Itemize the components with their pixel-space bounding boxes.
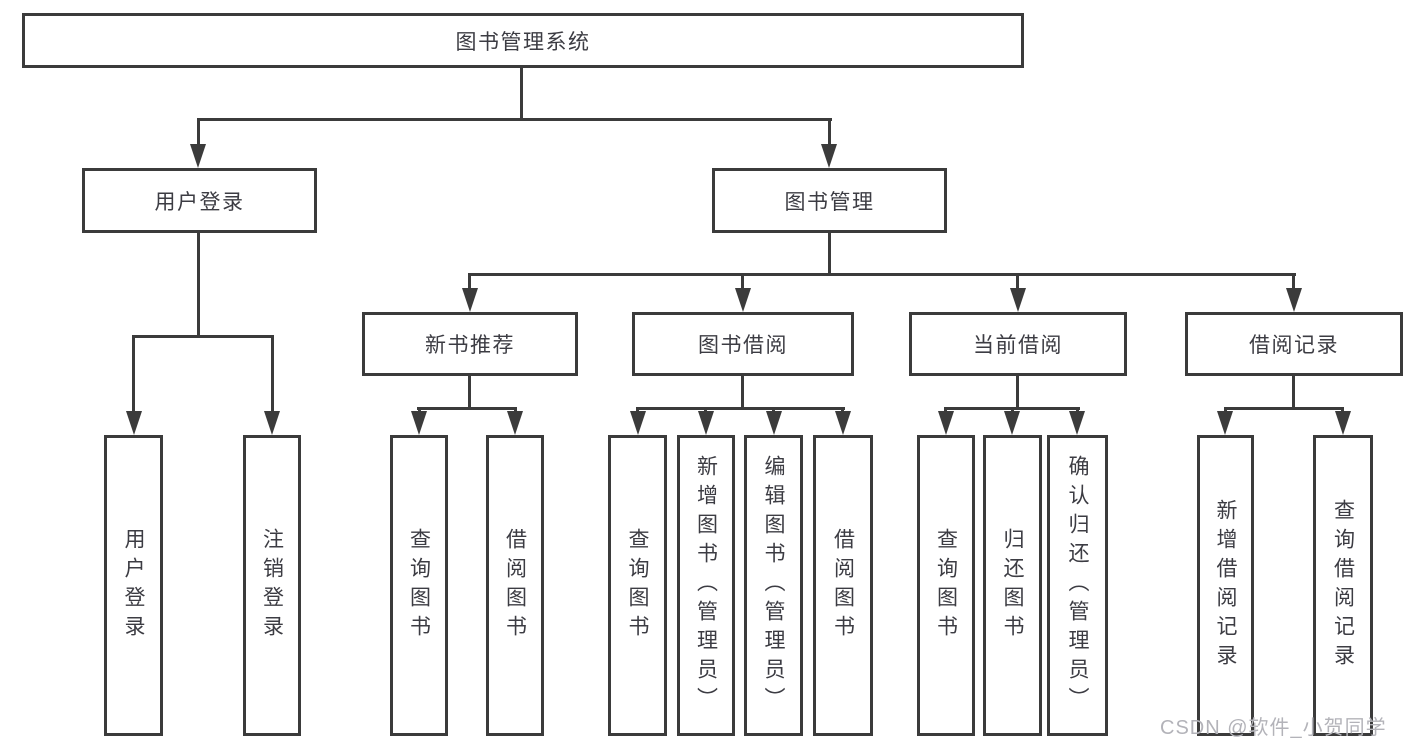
leaf-edit-book-admin: 编辑图书（管理员）: [744, 435, 803, 736]
connector-line: [1292, 376, 1295, 409]
leaf-user-login: 用户登录: [104, 435, 163, 736]
arrow-down-icon: [630, 411, 646, 435]
leaf-query-books-current: 查询图书: [917, 435, 975, 736]
connector-line: [132, 335, 135, 413]
connector-line: [197, 118, 832, 121]
node-book-borrowing: 图书借阅: [632, 312, 854, 376]
leaf-return-books: 归还图书: [983, 435, 1042, 736]
connector-line: [1076, 407, 1079, 413]
connector-line: [1224, 407, 1344, 410]
connector-line: [741, 376, 744, 409]
leaf-label: 查询图书: [934, 527, 958, 644]
connector-line: [1341, 407, 1344, 413]
connector-line: [468, 376, 471, 409]
leaf-label: 查询借阅记录: [1331, 498, 1355, 673]
connector-line: [828, 118, 831, 146]
arrow-down-icon: [1010, 288, 1026, 312]
node-user-login: 用户登录: [82, 168, 317, 233]
arrow-down-icon: [821, 144, 837, 168]
connector-line: [636, 407, 845, 410]
arrow-down-icon: [264, 411, 280, 435]
leaf-logout: 注销登录: [243, 435, 301, 736]
leaf-query-books-borrowing: 查询图书: [608, 435, 667, 736]
arrow-down-icon: [835, 411, 851, 435]
arrow-down-icon: [1335, 411, 1351, 435]
leaf-label: 借阅图书: [503, 527, 527, 644]
arrow-down-icon: [1004, 411, 1020, 435]
connector-line: [468, 273, 1296, 276]
node-label: 图书管理系统: [455, 30, 591, 54]
node-borrowing-records: 借阅记录: [1185, 312, 1403, 376]
connector-line: [1292, 273, 1295, 290]
node-label: 当前借阅: [973, 334, 1063, 357]
node-label: 新书推荐: [425, 334, 515, 357]
leaf-label: 借阅图书: [831, 527, 855, 644]
leaf-query-books-recommend: 查询图书: [390, 435, 448, 736]
node-book-management: 图书管理: [712, 168, 947, 233]
leaf-label: 编辑图书（管理员）: [762, 455, 785, 716]
connector-line: [514, 407, 517, 413]
leaf-label: 用户登录: [122, 527, 145, 644]
leaf-label: 新增图书（管理员）: [694, 455, 718, 716]
leaf-label: 查询图书: [626, 527, 649, 644]
connector-line: [1016, 376, 1019, 409]
connector-line: [271, 335, 274, 413]
arrow-down-icon: [735, 288, 751, 312]
arrow-down-icon: [766, 411, 782, 435]
arrow-down-icon: [1217, 411, 1233, 435]
watermark-text: CSDN @软件_小贺同学: [1160, 717, 1387, 739]
leaf-add-book-admin: 新增图书（管理员）: [677, 435, 735, 736]
arrow-down-icon: [698, 411, 714, 435]
leaf-label: 查询图书: [407, 527, 431, 644]
connector-line: [132, 335, 274, 338]
node-library-management-system: 图书管理系统: [22, 13, 1024, 68]
connector-line: [772, 407, 775, 413]
arrow-down-icon: [938, 411, 954, 435]
connector-line: [197, 118, 200, 146]
connector-line: [520, 68, 523, 118]
connector-line: [1011, 407, 1014, 413]
connector-line: [1224, 407, 1227, 413]
arrow-down-icon: [411, 411, 427, 435]
arrow-down-icon: [1069, 411, 1085, 435]
node-label: 借阅记录: [1249, 334, 1339, 357]
arrow-down-icon: [462, 288, 478, 312]
node-new-book-recommendation: 新书推荐: [362, 312, 578, 376]
connector-line: [197, 232, 200, 335]
arrow-down-icon: [507, 411, 523, 435]
connector-line: [417, 407, 517, 410]
connector-line: [418, 407, 421, 413]
leaf-label: 新增借阅记录: [1214, 498, 1237, 673]
connector-line: [944, 407, 947, 413]
connector-line: [468, 273, 471, 290]
connector-line: [828, 232, 831, 275]
connector-line: [741, 273, 744, 290]
leaf-query-borrow-record: 查询借阅记录: [1313, 435, 1373, 736]
connector-line: [704, 407, 707, 413]
leaf-confirm-return-admin: 确认归还（管理员）: [1047, 435, 1108, 736]
node-label: 用户登录: [154, 190, 245, 214]
arrow-down-icon: [190, 144, 206, 168]
leaf-label: 归还图书: [1001, 527, 1024, 644]
leaf-borrow-books-borrowing: 借阅图书: [813, 435, 873, 736]
leaf-borrow-books-recommend: 借阅图书: [486, 435, 544, 736]
connector-line: [841, 407, 844, 413]
arrow-down-icon: [1286, 288, 1302, 312]
node-current-borrowing: 当前借阅: [909, 312, 1127, 376]
node-label: 图书借阅: [698, 334, 788, 357]
node-label: 图书管理: [784, 190, 875, 214]
leaf-add-borrow-record: 新增借阅记录: [1197, 435, 1254, 736]
leaf-label: 注销登录: [260, 527, 284, 644]
connector-line: [1016, 273, 1019, 290]
leaf-label: 确认归还（管理员）: [1066, 455, 1089, 716]
arrow-down-icon: [126, 411, 142, 435]
connector-line: [636, 407, 639, 413]
